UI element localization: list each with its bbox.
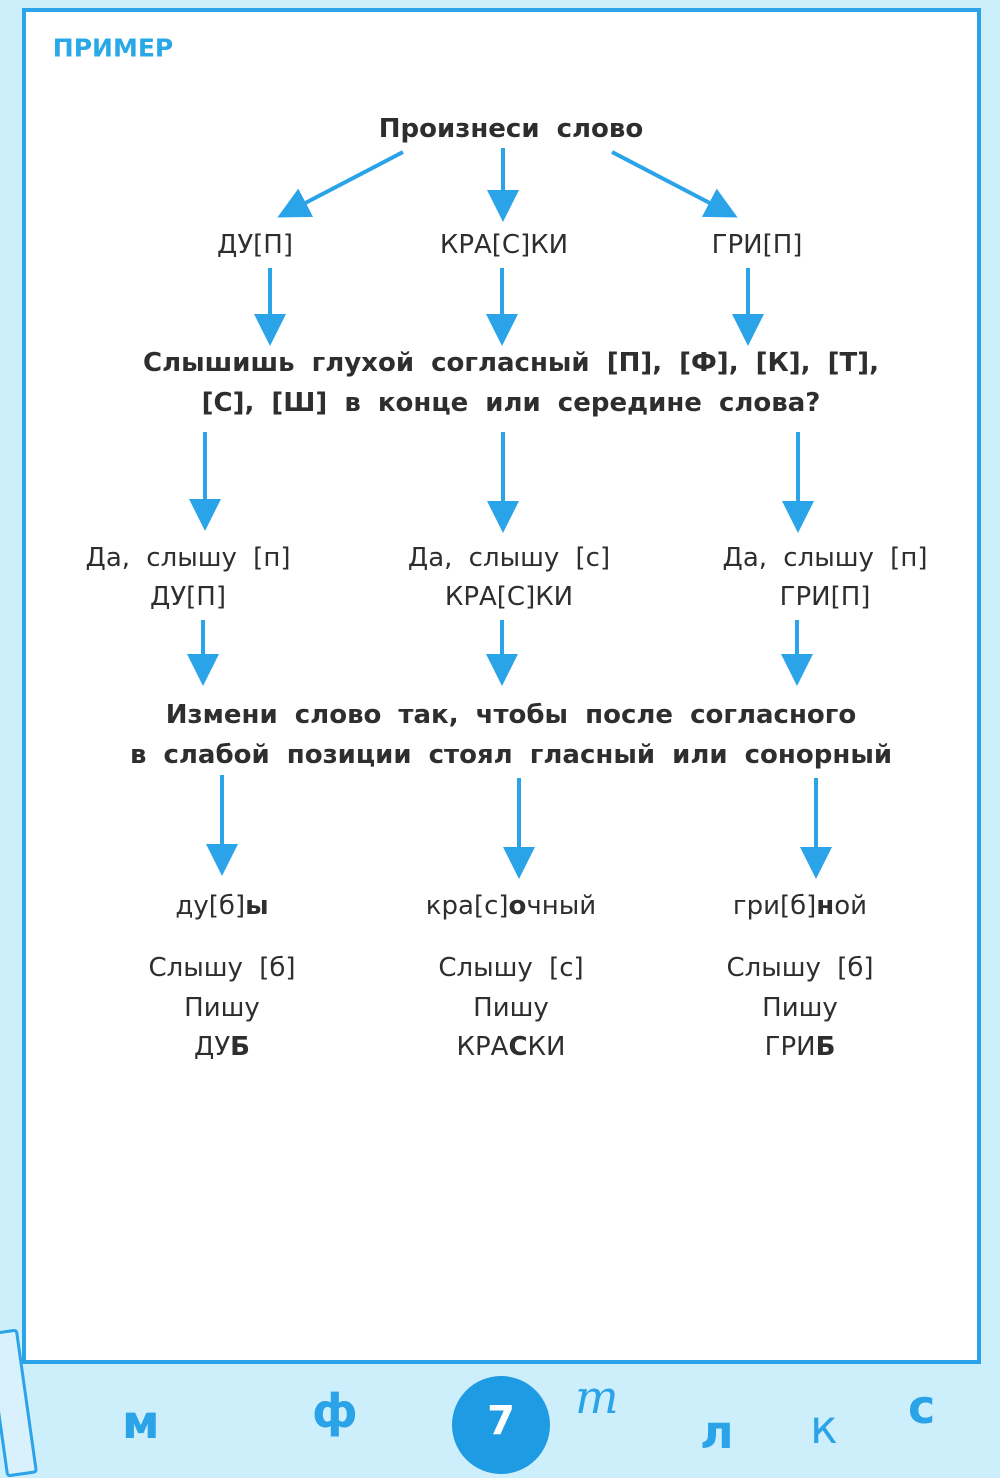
answer-1-line-1: Да, слышу [п] xyxy=(85,543,291,573)
check-word-part: гри[б] xyxy=(732,891,817,921)
check-word-bold-letter: о xyxy=(508,891,527,921)
result-word-part: ДУ xyxy=(194,1032,231,1062)
check-word-bold-letter: ы xyxy=(245,891,269,921)
result-word-bold-letter: Б xyxy=(815,1032,836,1062)
decor-letter: с xyxy=(908,1380,936,1434)
flow-arrows xyxy=(187,148,832,879)
result-word-bold-letter: С xyxy=(508,1032,528,1062)
check-word-bold-letter: н xyxy=(816,891,835,921)
answer-1-line-2: ДУ[П] xyxy=(150,582,226,612)
result-2-write: Пишу xyxy=(473,993,549,1023)
instruction-line-1: Измени слово так, чтобы после согласного xyxy=(165,700,857,730)
decor-letter: л xyxy=(700,1405,734,1459)
word-grib: ГРИ[П] xyxy=(711,230,803,260)
check-word-1: ду[б]ы xyxy=(175,891,268,921)
instruction-line-2: в слабой позиции стоял гласный или сонор… xyxy=(129,740,893,770)
example-frame xyxy=(22,8,981,1364)
result-2-word: КРАСКИ xyxy=(457,1032,566,1062)
step-pronounce: Произнеси слово xyxy=(378,114,644,144)
check-word-2: кра[с]очный xyxy=(426,891,596,921)
answer-2-line-2: КРА[С]КИ xyxy=(444,582,574,612)
result-word-part: КИ xyxy=(527,1032,566,1062)
decor-letter: т xyxy=(575,1370,619,1424)
result-word-bold-letter: Б xyxy=(230,1032,250,1062)
arrow xyxy=(277,150,404,218)
check-word-3: гри[б]ной xyxy=(733,891,867,921)
check-word-part: ду[б] xyxy=(175,891,246,921)
check-word-part: ой xyxy=(834,891,868,921)
check-word-part: кра[с] xyxy=(425,891,509,921)
word-dub: ДУ[П] xyxy=(217,230,293,260)
word-kraski: КРА[С]КИ xyxy=(439,230,569,260)
result-3-hear: Слышу [б] xyxy=(726,953,874,983)
question-line-2: [С], [Ш] в конце или середине слова? xyxy=(201,388,821,418)
result-3-write: Пишу xyxy=(762,993,838,1023)
check-word-part: чный xyxy=(526,891,597,921)
result-2-hear: Слышу [с] xyxy=(438,953,584,983)
decor-letter: ф xyxy=(312,1384,358,1438)
result-1-write: Пишу xyxy=(184,993,260,1023)
result-1-word: ДУБ xyxy=(194,1032,250,1062)
section-title: ПРИМЕР xyxy=(52,33,174,63)
decor-letter: м xyxy=(122,1395,160,1449)
arrow xyxy=(611,150,738,218)
result-1-hear: Слышу [б] xyxy=(148,953,296,983)
answer-2-line-1: Да, слышу [с] xyxy=(407,543,611,573)
answer-3-line-2: ГРИ[П] xyxy=(779,582,871,612)
result-word-part: КРА xyxy=(456,1032,509,1062)
answer-3-line-1: Да, слышу [п] xyxy=(722,543,928,573)
result-word-part: ГРИ xyxy=(764,1032,816,1062)
decor-letter: к xyxy=(810,1400,838,1454)
result-3-word: ГРИБ xyxy=(765,1032,836,1062)
page-number: 7 xyxy=(452,1376,550,1474)
question-line-1: Слышишь глухой согласный [П], [Ф], [К], … xyxy=(143,348,879,378)
